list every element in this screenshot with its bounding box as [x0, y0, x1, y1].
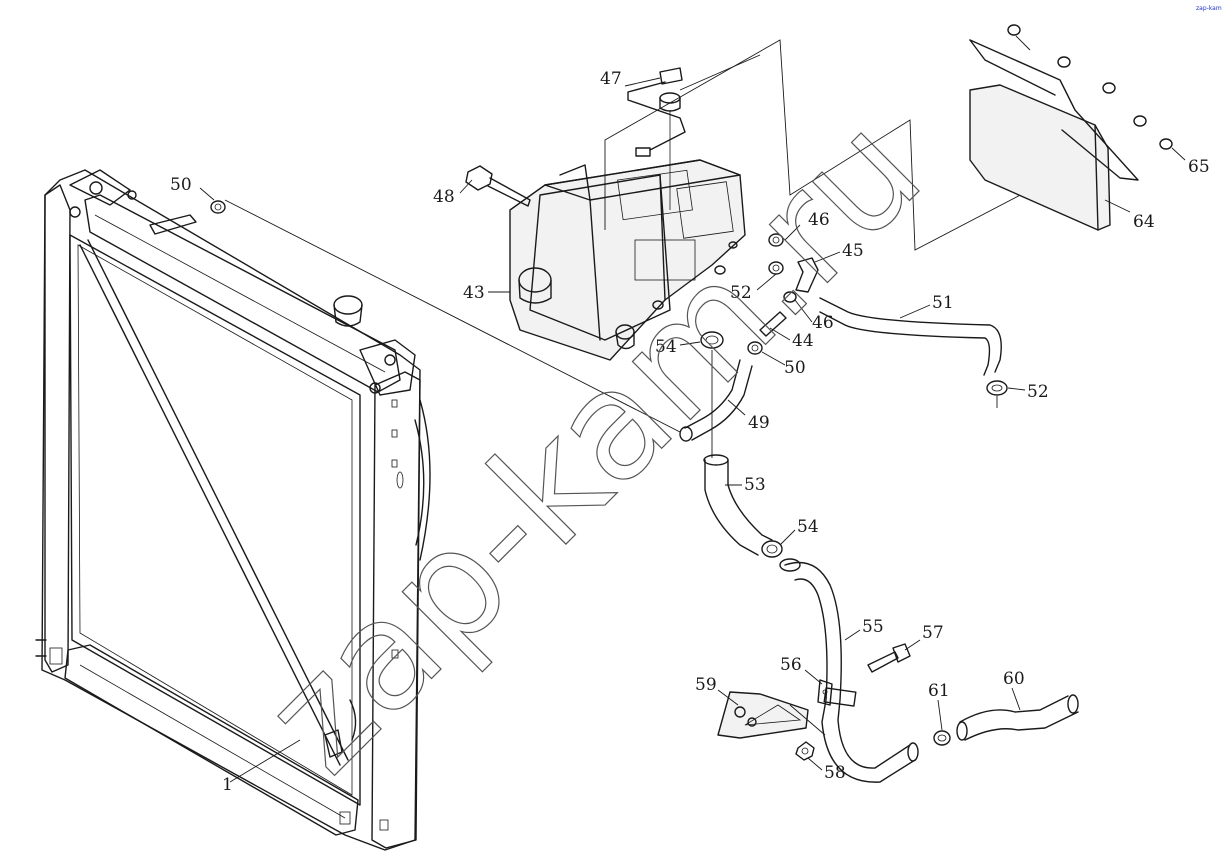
- hose-49: [684, 359, 753, 441]
- clamp-61: [933, 730, 951, 746]
- callout-52-upper: 52: [730, 283, 752, 303]
- callout-49: 49: [748, 413, 770, 433]
- callout-59: 59: [695, 675, 717, 695]
- callout-51: 51: [932, 293, 954, 313]
- callout-45: 45: [842, 241, 864, 261]
- callout-46-lower: 46: [812, 313, 834, 333]
- callout-1: 1: [222, 775, 233, 795]
- callout-47: 47: [600, 69, 622, 89]
- callout-53: 53: [744, 475, 766, 495]
- callout-58: 58: [824, 763, 846, 783]
- corner-badge: zap-kam: [1196, 5, 1222, 12]
- hose-45: [795, 257, 819, 293]
- nut-58: [795, 741, 815, 761]
- callout-44: 44: [792, 331, 814, 351]
- washer-nuts-65: [1007, 24, 1173, 150]
- hose-51: [819, 297, 1002, 376]
- callout-64: 64: [1133, 212, 1155, 232]
- callout-54-upper: 54: [655, 337, 677, 357]
- expansion-tank-43: [509, 159, 746, 361]
- callout-48: 48: [433, 187, 455, 207]
- callout-65: 65: [1188, 157, 1210, 177]
- tank-bracket-line: [604, 39, 1031, 251]
- clamp-50-left: [210, 200, 226, 214]
- callout-56: 56: [780, 655, 802, 675]
- bolt-48: [465, 165, 531, 207]
- callout-50-right: 50: [784, 358, 806, 378]
- bracket-59: [717, 691, 809, 739]
- callout-52-lower: 52: [1027, 382, 1049, 402]
- clamp-52-lower: [986, 380, 1008, 396]
- callout-50-left: 50: [170, 175, 192, 195]
- hose-60: [959, 695, 1079, 741]
- callout-46-upper: 46: [808, 210, 830, 230]
- bracket-56: [817, 679, 833, 706]
- clamp-54-upper: [700, 331, 724, 349]
- callout-57: 57: [922, 623, 944, 643]
- callout-61: 61: [928, 681, 950, 701]
- clamp-50-right: [747, 341, 763, 355]
- hose-55: [784, 561, 916, 783]
- callout-54-lower: 54: [797, 517, 819, 537]
- radiator-assembly: [35, 169, 431, 851]
- heat-shield-64: [969, 39, 1139, 231]
- clamp-54-lower: [761, 540, 783, 558]
- pipe-44: [759, 311, 787, 337]
- level-sensor-47: [627, 67, 686, 210]
- callout-60: 60: [1003, 669, 1025, 689]
- callout-43: 43: [463, 283, 485, 303]
- bolt-57: [867, 643, 911, 673]
- clamp-46-upper: [768, 233, 784, 247]
- clamp-46-lower: [783, 291, 797, 303]
- callout-55: 55: [862, 617, 884, 637]
